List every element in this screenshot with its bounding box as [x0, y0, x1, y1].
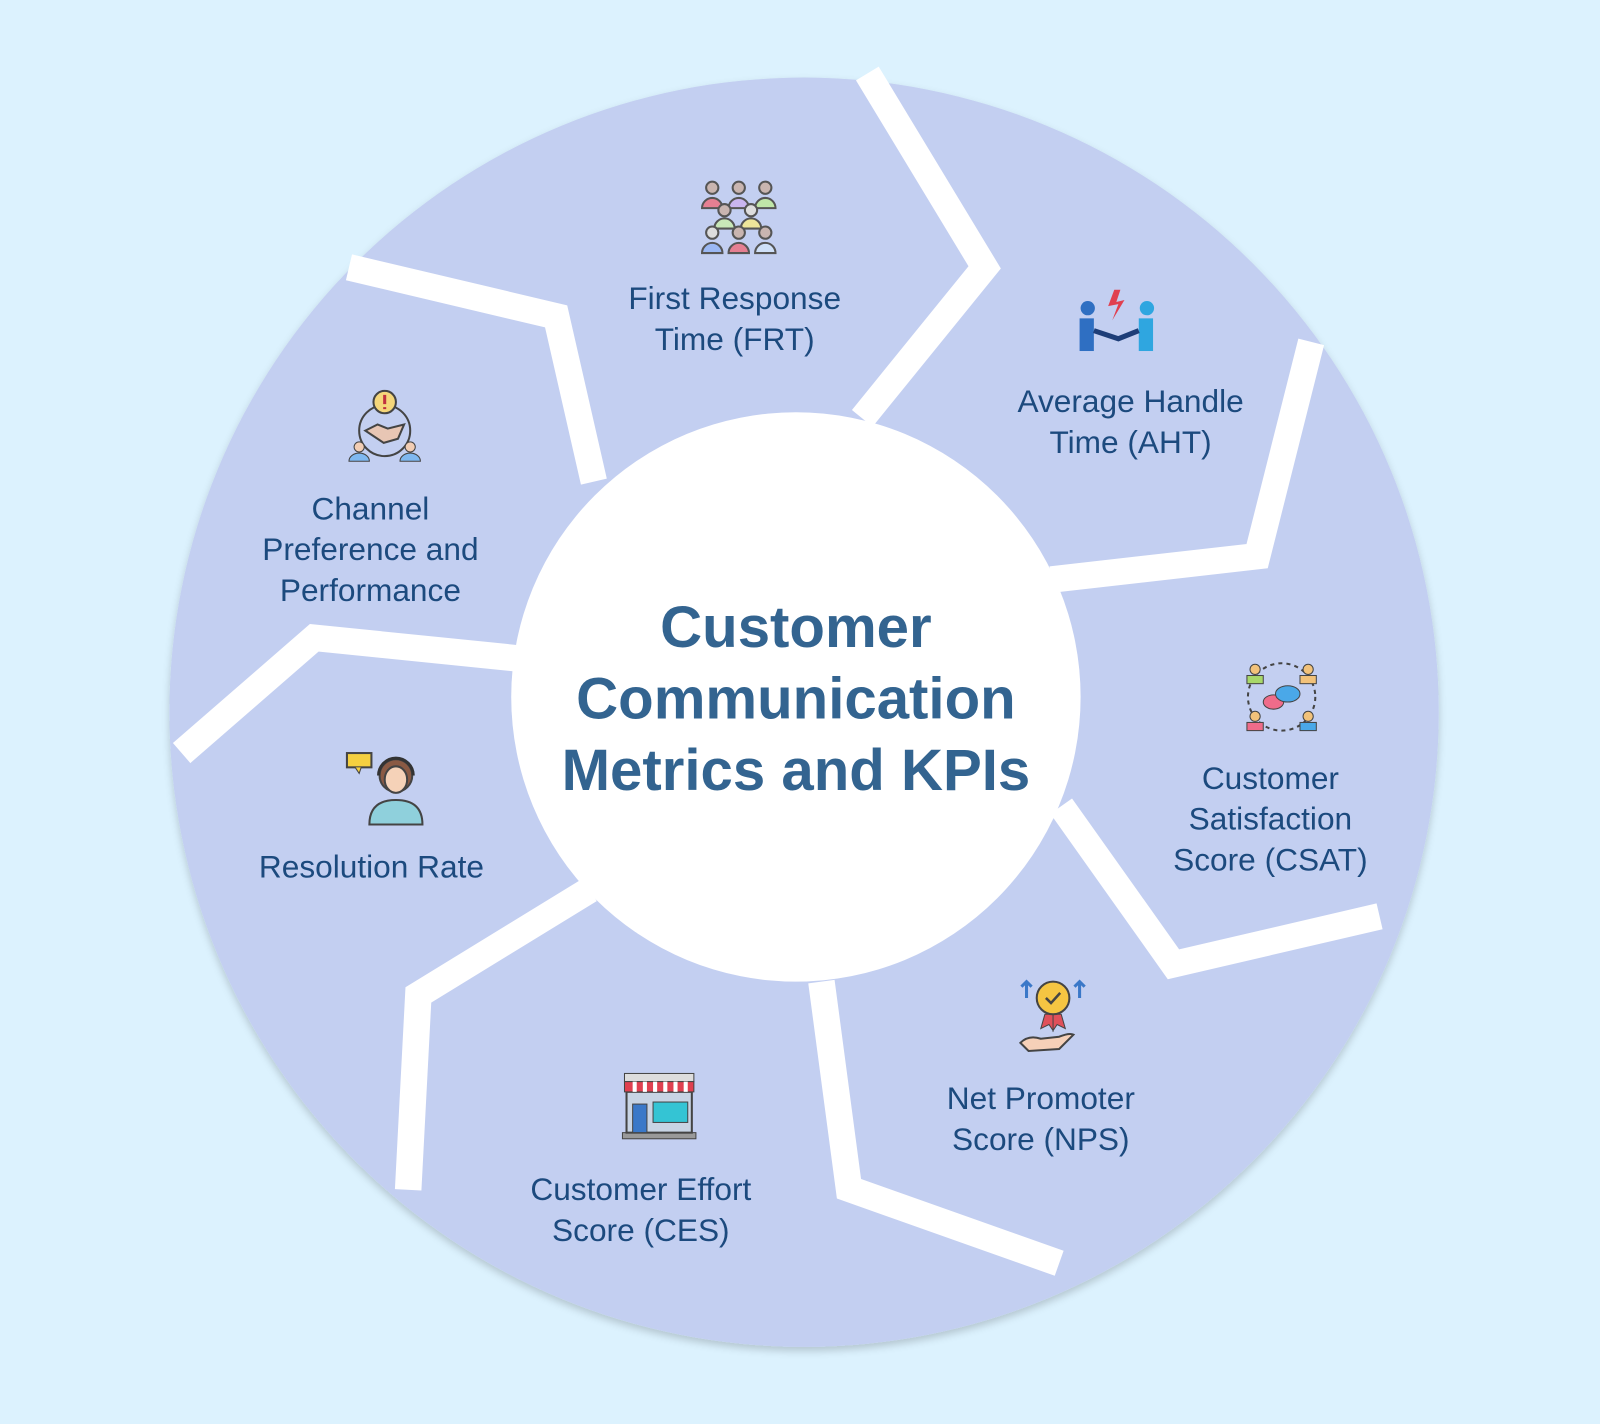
support-agent-icon [345, 752, 424, 826]
segment-channel-preference: Channel Preference and Performance [262, 489, 478, 611]
label-line: Preference and [262, 531, 479, 568]
divider [172, 623, 517, 764]
divider [1049, 338, 1325, 593]
label-line: Average Handle [1017, 383, 1244, 420]
segment-nps: Net Promoter Score (NPS) [947, 1079, 1135, 1161]
award-hand-icon [1018, 979, 1086, 1053]
label-line: Time (AHT) [1049, 424, 1212, 461]
center-circle [511, 412, 1081, 982]
label-line: First Response [628, 280, 842, 317]
divider [394, 878, 597, 1191]
people-chat-circle-icon [1246, 662, 1317, 732]
handshake-conflict-icon [1079, 289, 1155, 352]
divider [345, 254, 607, 485]
title-line: Communication [576, 666, 1016, 732]
label-line: Satisfaction [1188, 801, 1353, 837]
handshake-alert-icon [348, 389, 421, 462]
segment-first-response-time: First Response Time (FRT) [628, 279, 841, 361]
divider [851, 66, 1001, 427]
label-line: Performance [279, 572, 461, 609]
segment-csat: Customer Satisfaction Score (CSAT) [1173, 758, 1368, 880]
crowd-icon [701, 180, 777, 255]
segment-average-handle-time: Average Handle Time (AHT) [1017, 382, 1243, 464]
label-line: Customer [1201, 760, 1339, 796]
label-line: Net Promoter [946, 1080, 1135, 1117]
divider [1050, 798, 1383, 980]
label-line: Score (CES) [552, 1212, 730, 1248]
title-line: Customer [660, 594, 932, 661]
label-line: Channel [311, 490, 430, 527]
diagram-title: Customer Communication Metrics and KPIs [562, 592, 1031, 806]
segment-ces: Customer Effort Score (CES) [530, 1169, 751, 1251]
label-line: Score (CSAT) [1173, 841, 1368, 878]
storefront-icon [621, 1072, 697, 1140]
title-line: Metrics and KPIs [561, 737, 1031, 804]
segment-resolution-rate: Resolution Rate [259, 847, 484, 888]
label-line: Score (NPS) [952, 1121, 1130, 1158]
label-line: Time (FRT) [654, 321, 815, 358]
divider [808, 979, 1064, 1276]
label-line: Resolution Rate [258, 848, 484, 885]
label-line: Customer Effort [530, 1171, 752, 1208]
